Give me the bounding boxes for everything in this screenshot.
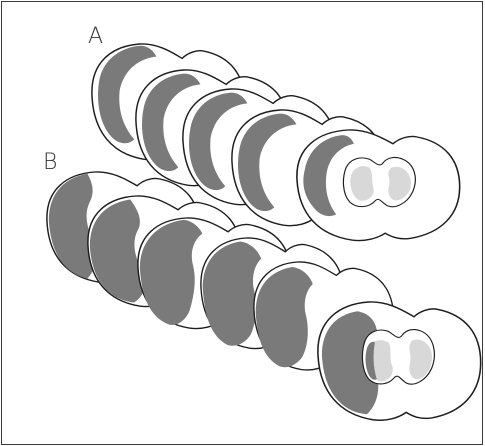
panel-b-label: B xyxy=(43,152,57,174)
section-a5 xyxy=(297,130,460,241)
section-b6 xyxy=(318,302,481,420)
panel-a-label: A xyxy=(88,26,103,48)
